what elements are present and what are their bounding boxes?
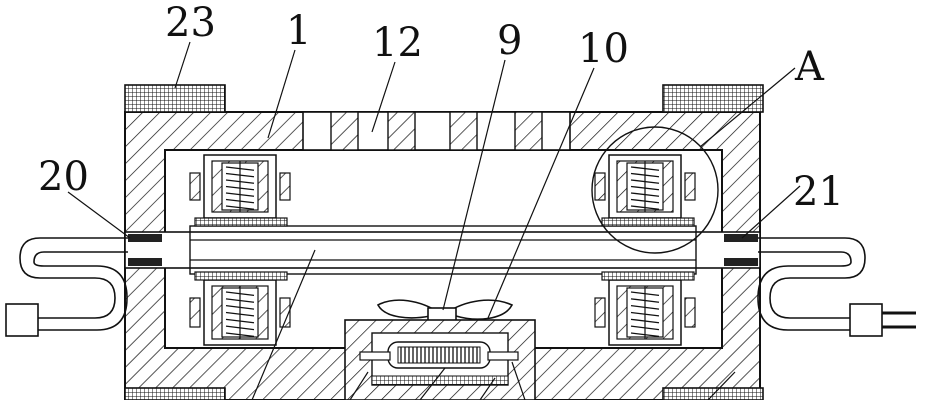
- label-20: 20: [38, 154, 89, 200]
- right-cable: [757, 237, 916, 337]
- spring-plate: [194, 271, 288, 281]
- spring-damper: [594, 279, 696, 346]
- label-21: 21: [793, 169, 844, 215]
- label-1: 1: [286, 8, 311, 54]
- spring-damper: [594, 154, 696, 219]
- left-cable: [5, 237, 128, 337]
- vent-grille: [302, 111, 571, 151]
- spring-dampers: [189, 154, 696, 346]
- spring-damper: [189, 154, 291, 219]
- spring-plate: [601, 271, 695, 281]
- spring-damper: [189, 279, 291, 346]
- label-12: 12: [372, 20, 423, 66]
- mounting-feet: [124, 84, 764, 400]
- leader-lines: [67, 41, 801, 400]
- spring-plate: [194, 217, 288, 227]
- fan-assembly: [344, 299, 536, 400]
- detail-circle-a: [591, 126, 719, 254]
- label-9: 9: [497, 18, 522, 64]
- callout-labels: 23 1 12 9 10 A 20 21: [38, 0, 844, 215]
- spring-plate: [601, 217, 695, 227]
- label-a: A: [794, 44, 825, 90]
- central-tube: [124, 225, 761, 275]
- label-23: 23: [165, 0, 216, 46]
- label-10: 10: [578, 26, 629, 72]
